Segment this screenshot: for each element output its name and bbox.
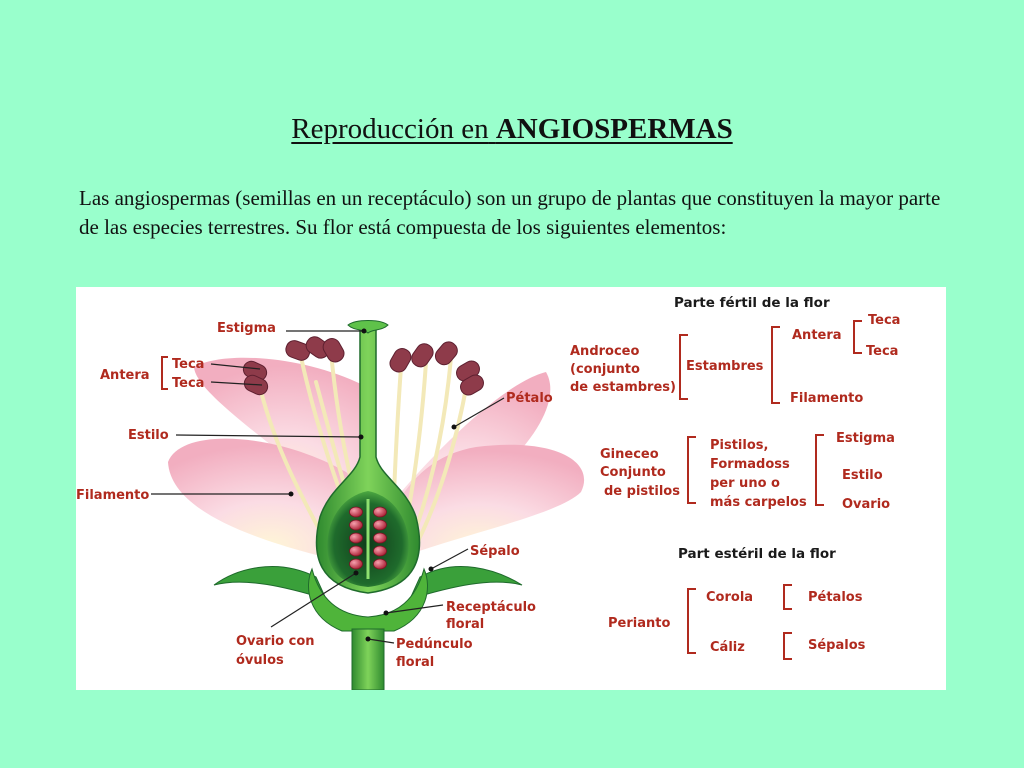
pointer-dots [288, 328, 457, 642]
bracket-periante [687, 588, 696, 654]
teca-label-2: Teca [866, 344, 898, 359]
flower-labels: Estigma Antera Teca Teca Estilo Filament… [76, 321, 553, 670]
label-petalo: Pétalo [506, 391, 553, 406]
petal-right-front [376, 444, 585, 567]
teca-label-1: Teca [868, 313, 900, 328]
title-emphasis: ANGIOSPERMAS [495, 113, 733, 145]
petalos-label: Pétalos [808, 590, 863, 605]
gineceo-label-1: Gineceo [600, 447, 659, 462]
label-antera: Antera [100, 368, 150, 383]
title-prefix: Reproducción en [291, 113, 489, 145]
bracket-androceo [679, 334, 688, 400]
flower-diagram-svg: Estigma Antera Teca Teca Estilo Filament… [76, 295, 900, 690]
title-text: Reproducción en ANGIOSPERMAS [291, 113, 732, 145]
label-estigma: Estigma [217, 321, 276, 336]
androceo-label-1: Androceo [570, 344, 639, 359]
fertile-part-section: Parte fértil de la flor Androceo (conjun… [570, 295, 900, 512]
sepalos-label: Sépalos [808, 638, 866, 653]
ovules [349, 506, 387, 570]
label-pedunculo-2: floral [396, 655, 434, 670]
label-pedunculo-1: Pedúnculo [396, 637, 473, 652]
gineceo-label-3: de pistilos [604, 484, 680, 499]
label-receptaculo-1: Receptáculo [446, 600, 536, 615]
androceo-label-2: (conjunto [570, 362, 640, 377]
petals [168, 357, 585, 567]
sepal-right [409, 566, 523, 600]
flower-diagram: Estigma Antera Teca Teca Estilo Filament… [76, 287, 946, 690]
label-teca-2: Teca [172, 376, 204, 391]
estilo-label: Estilo [842, 468, 883, 483]
filamento-label: Filamento [790, 391, 863, 406]
pointer-lines [151, 330, 505, 644]
receptacle-sepals [213, 566, 523, 690]
estigma-label: Estigma [836, 431, 895, 446]
label-filamento: Filamento [76, 488, 149, 503]
label-receptaculo-2: floral [446, 617, 484, 632]
corola-label: Corola [706, 590, 753, 605]
periante-label: Perianto [608, 616, 670, 631]
label-teca-1: Teca [172, 357, 204, 372]
gineceo-label-2: Conjunto [600, 465, 666, 480]
pistilos-label-4: más carpelos [710, 495, 807, 510]
bracket-corola [783, 584, 792, 610]
label-ovario-2: óvulos [236, 653, 284, 668]
stigma [347, 320, 389, 334]
sterile-part-section: Part estéril de la flor Perianto Corola … [608, 546, 866, 660]
bracket-caliz [783, 632, 792, 660]
androceo-label-3: de estambres) [570, 380, 676, 395]
estambres-label: Estambres [686, 359, 764, 374]
bracket-estambres [771, 326, 780, 404]
stamens [242, 336, 484, 551]
intro-paragraph: Las angiospermas (semillas en un receptá… [79, 186, 941, 239]
anthers [242, 336, 484, 396]
pistil [315, 320, 421, 594]
sterile-heading: Part estéril de la flor [678, 546, 836, 562]
label-estilo: Estilo [128, 428, 169, 443]
slide-title: Reproducción en ANGIOSPERMAS [0, 113, 1024, 146]
bracket-antera-table [853, 320, 862, 354]
receptacle [308, 567, 428, 632]
ovario-label: Ovario [842, 497, 890, 512]
pistilos-label-3: per uno o [710, 476, 780, 491]
label-sepalo: Sépalo [470, 544, 520, 559]
bracket-pistilos [815, 434, 824, 506]
sepal-left [213, 566, 327, 600]
antera-label: Antera [792, 328, 842, 343]
label-ovario-1: Ovario con [236, 634, 315, 649]
bracket-antera [161, 356, 168, 390]
pistilos-label-2: Formadoss [710, 457, 790, 472]
caliz-label: Cáliz [710, 640, 745, 655]
pistilos-label-1: Pistilos, [710, 438, 768, 453]
fertile-heading: Parte fértil de la flor [674, 295, 830, 311]
bracket-gineceo [687, 436, 696, 504]
